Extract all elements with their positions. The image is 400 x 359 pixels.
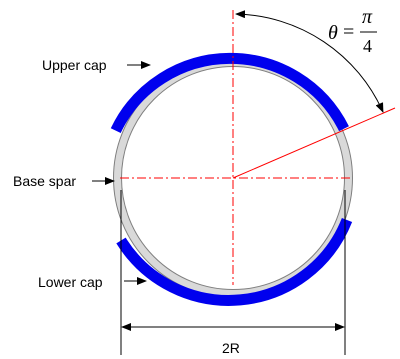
base-spar-label: Base spar xyxy=(13,173,76,189)
angle-equals-sign: = xyxy=(343,21,354,43)
angle-reference-line xyxy=(232,107,396,179)
dimension-label: 2R xyxy=(222,340,240,356)
angle-denominator: 4 xyxy=(363,36,372,56)
angle-numerator: π xyxy=(362,6,373,28)
upper-cap-label: Upper cap xyxy=(42,57,107,73)
angle-arc xyxy=(235,10,384,113)
angle-theta-symbol: θ xyxy=(328,22,338,44)
lower-cap-arc xyxy=(116,217,353,306)
lower-cap-label: Lower cap xyxy=(38,274,103,290)
